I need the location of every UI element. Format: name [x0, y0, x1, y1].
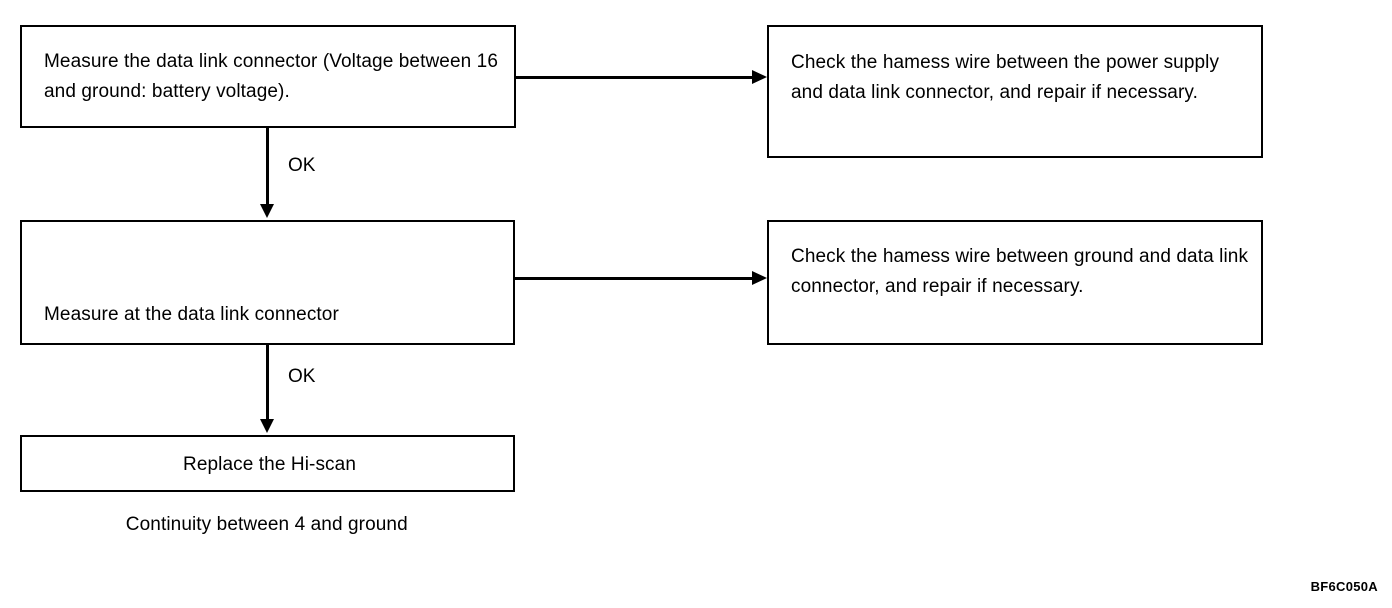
- node-replace-hiscan: Replace the Hi-scan: [20, 435, 515, 492]
- node-measure-continuity-body: Measure at the data link connector Conti…: [44, 240, 494, 608]
- connector-voltage-to-continuity-line: [266, 128, 269, 206]
- connector-voltage-to-power-line: [516, 76, 754, 79]
- arrow-right-icon: [752, 271, 767, 285]
- node-check-harness-ground-text: Check the hamess wire between ground and…: [791, 246, 1254, 297]
- figure-reference-code: BF6C050A: [1310, 579, 1378, 594]
- node-measure-voltage: Measure the data link connector (Voltage…: [20, 25, 516, 128]
- node-measure-continuity: Measure at the data link connector Conti…: [20, 220, 515, 535]
- continuity-bullet-list: Continuity between 4 and ground Continui…: [44, 390, 494, 608]
- list-item: Continuity between 4 and ground: [44, 450, 494, 570]
- edge-label-ok-1: OK: [288, 155, 316, 176]
- arrow-down-icon: [260, 419, 274, 433]
- node-check-harness-ground: Check the hamess wire between ground and…: [767, 220, 1263, 345]
- edge-label-ok-2: OK: [288, 366, 316, 387]
- node-replace-hiscan-text: Replace the Hi-scan: [183, 454, 356, 475]
- arrow-right-icon: [752, 70, 767, 84]
- connector-continuity-to-hiscan-line: [266, 345, 269, 421]
- list-item-label: Continuity between 4 and ground: [125, 514, 408, 535]
- node-measure-continuity-heading: Measure at the data link connector: [44, 304, 339, 325]
- node-measure-voltage-text: Measure the data link connector (Voltage…: [44, 51, 504, 102]
- node-check-harness-power-text: Check the hamess wire between the power …: [791, 52, 1225, 103]
- node-check-harness-power: Check the hamess wire between the power …: [767, 25, 1263, 158]
- arrow-down-icon: [260, 204, 274, 218]
- connector-continuity-to-ground-line: [515, 277, 754, 280]
